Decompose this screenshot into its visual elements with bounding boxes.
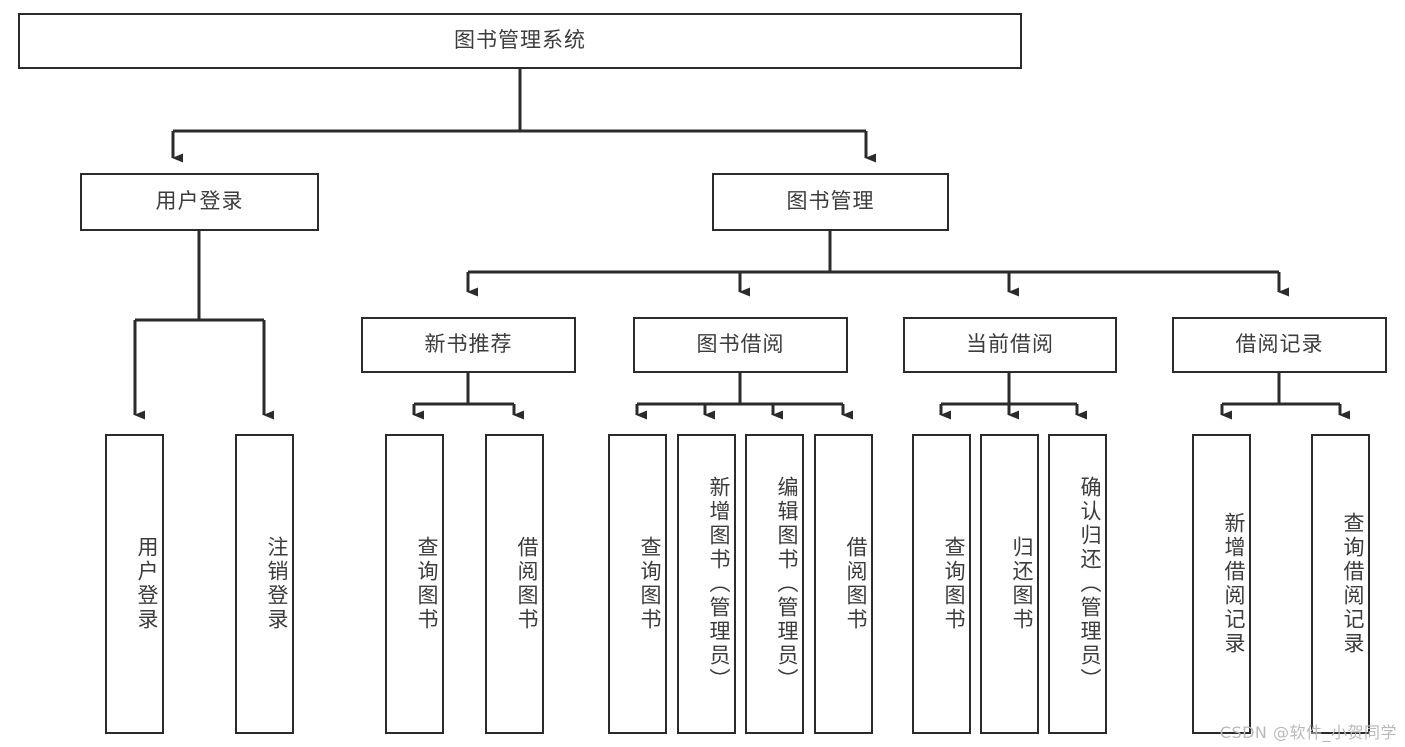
node-label: 新书推荐 [424,332,513,357]
leaf-record-query-record[interactable]: 查询借阅记录 [1311,434,1370,734]
node-label: 借阅记录 [1235,332,1324,357]
leaf-recommend-borrow-book[interactable]: 借阅图书 [485,434,544,734]
node-root-system[interactable]: 图书管理系统 [18,13,1022,69]
node-label: 归还图书 [1010,536,1034,632]
node-new-book-recommend[interactable]: 新书推荐 [361,317,576,373]
leaf-current-query-book[interactable]: 查询图书 [912,434,971,734]
node-label: 查询图书 [942,536,966,632]
leaf-user-login-signout[interactable]: 注销登录 [235,434,294,734]
node-label: 图书管理 [786,189,875,214]
node-label: 用户登录 [155,189,244,214]
node-current-borrow[interactable]: 当前借阅 [903,317,1117,373]
leaf-current-return-book[interactable]: 归还图书 [980,434,1039,734]
node-label: 用户登录 [135,536,159,632]
leaf-borrow-edit-book-admin[interactable]: 编辑图书（管理员） [745,434,804,734]
node-label: 当前借阅 [966,332,1054,357]
leaf-record-add-record[interactable]: 新增借阅记录 [1192,434,1251,734]
node-borrow-record[interactable]: 借阅记录 [1172,317,1387,373]
watermark-text: CSDN @软件_小贺同学 [1219,723,1397,742]
node-label: 图书借阅 [696,332,785,357]
node-book-borrow[interactable]: 图书借阅 [633,317,848,373]
node-label: 查询图书 [638,536,662,632]
node-label: 图书管理系统 [454,28,586,53]
node-label: 新增图书（管理员） [707,476,731,692]
node-label: 注销登录 [265,536,289,632]
leaf-current-confirm-return-admin[interactable]: 确认归还（管理员） [1048,434,1107,734]
node-label: 确认归还（管理员） [1078,476,1102,692]
leaf-recommend-query-book[interactable]: 查询图书 [385,434,444,734]
leaf-borrow-query-book[interactable]: 查询图书 [608,434,667,734]
leaf-borrow-borrow-book[interactable]: 借阅图书 [814,434,873,734]
node-label: 编辑图书（管理员） [775,476,799,692]
leaf-user-login-signin[interactable]: 用户登录 [105,434,164,734]
node-user-login[interactable]: 用户登录 [80,173,319,231]
node-label: 新增借阅记录 [1222,512,1246,656]
node-label: 查询图书 [415,536,439,632]
leaf-borrow-add-book-admin[interactable]: 新增图书（管理员） [677,434,736,734]
node-label: 借阅图书 [844,536,868,632]
node-label: 查询借阅记录 [1341,512,1365,656]
node-book-management[interactable]: 图书管理 [712,173,949,231]
node-label: 借阅图书 [515,536,539,632]
